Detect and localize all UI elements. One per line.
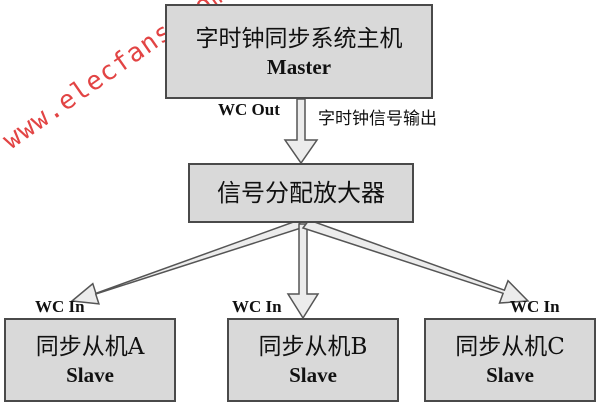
slave-b-node: 同步从机B Slave: [227, 318, 399, 402]
wc-in-label-c: WC In: [510, 297, 560, 316]
master-node: 字时钟同步系统主机 Master: [165, 4, 433, 99]
slave-b-title: 同步从机B: [258, 334, 368, 360]
slave-a-subtitle: Slave: [66, 363, 114, 387]
output-caption: 字时钟信号输出: [318, 109, 437, 129]
arrow-master-to-amplifier: [283, 98, 319, 165]
amplifier-node: 信号分配放大器: [188, 163, 414, 223]
wc-in-label-b: WC In: [232, 297, 282, 316]
arrow-amplifier-to-slave-c: [301, 219, 530, 304]
slave-a-node: 同步从机A Slave: [4, 318, 176, 402]
wc-in-label-a: WC In: [35, 297, 85, 316]
wc-out-label: WC Out: [218, 100, 280, 119]
slave-c-node: 同步从机C Slave: [424, 318, 596, 402]
amplifier-title: 信号分配放大器: [217, 179, 385, 207]
slave-b-subtitle: Slave: [289, 363, 337, 387]
master-subtitle: Master: [266, 54, 332, 79]
master-title: 字时钟同步系统主机: [195, 25, 403, 52]
slave-c-subtitle: Slave: [486, 363, 534, 387]
arrow-amplifier-to-slave-b: [286, 223, 320, 320]
arrow-amplifier-to-slave-a: [70, 219, 302, 305]
slave-c-title: 同步从机C: [455, 334, 565, 360]
slave-a-title: 同步从机A: [35, 334, 145, 360]
